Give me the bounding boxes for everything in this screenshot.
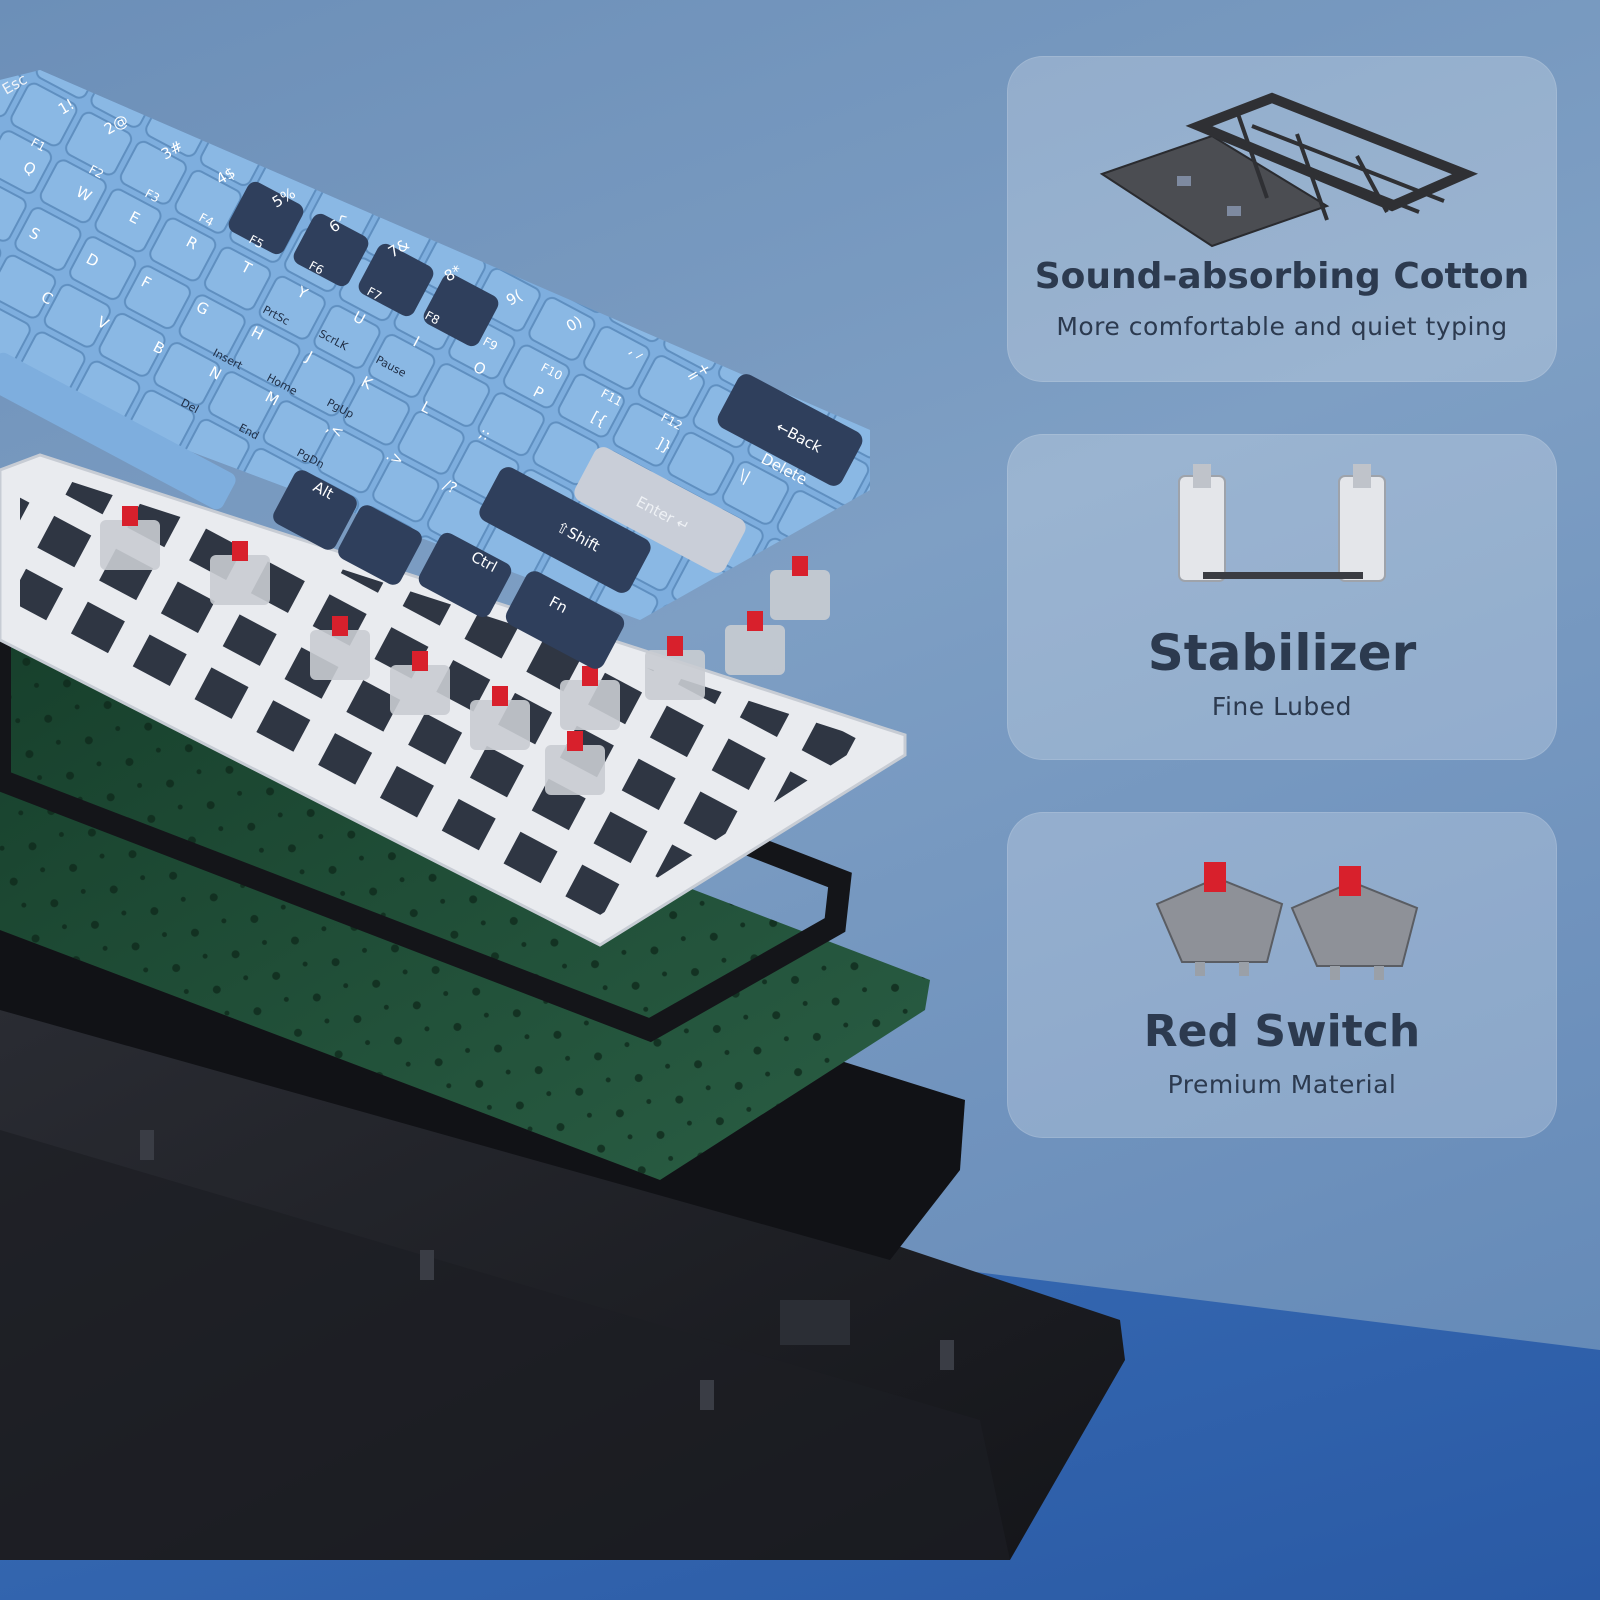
dark-keycaps [228,181,863,669]
legend-f6: F6 [307,258,326,277]
pcb-drill-holes [0,640,930,1180]
legend-f3: F3 [143,186,162,205]
legend-f1: F1 [29,135,48,154]
legend-f9: F9 [481,334,500,353]
feature-card-red-switch: Red Switch Premium Material [1007,812,1557,1138]
legend-f5: F5 [247,232,266,251]
switch-row [100,506,830,795]
feature-title: Stabilizer [1147,624,1417,682]
feature-subtitle: More comfortable and quiet typing [1056,312,1508,341]
feature-card-cotton: Sound-absorbing Cotton More comfortable … [1007,56,1557,382]
case-top-rim [0,1130,1010,1560]
stabilizer-icon [1178,464,1386,582]
feature-title: Sound-absorbing Cotton [1034,256,1530,297]
feature-card-stabilizer: Stabilizer Fine Lubed [1007,434,1557,760]
legend-f4: F4 [197,210,216,229]
legend-f8: F8 [423,308,442,327]
space-bar-edge [0,352,236,510]
feature-subtitle: Premium Material [1167,1070,1397,1099]
legend-period: .> [383,446,407,470]
legend-f7: F7 [365,284,384,303]
legend-bracket-close: ]} [653,434,675,457]
case-screw-posts [140,1130,954,1410]
red-switch-icon [1155,862,1419,980]
feature-title: Red Switch [1143,1006,1421,1057]
feature-subtitle: Fine Lubed [1211,692,1353,721]
enter-keycap [574,447,746,573]
foam-sheet-icon [1099,92,1479,248]
legend-bracket-open: [{ [588,408,610,431]
legend-f2: F2 [87,162,106,181]
legend-comma: ,< [323,418,347,442]
